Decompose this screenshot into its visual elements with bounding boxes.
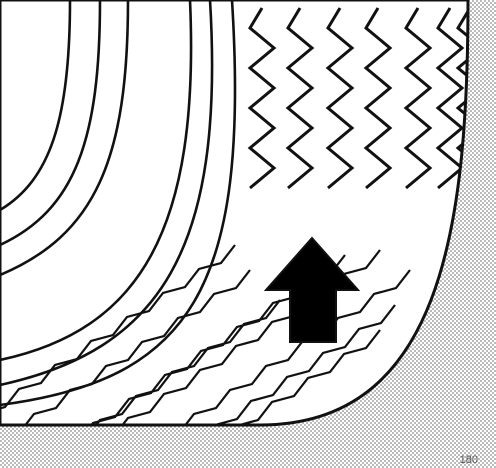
- figure-code: 180: [460, 454, 478, 466]
